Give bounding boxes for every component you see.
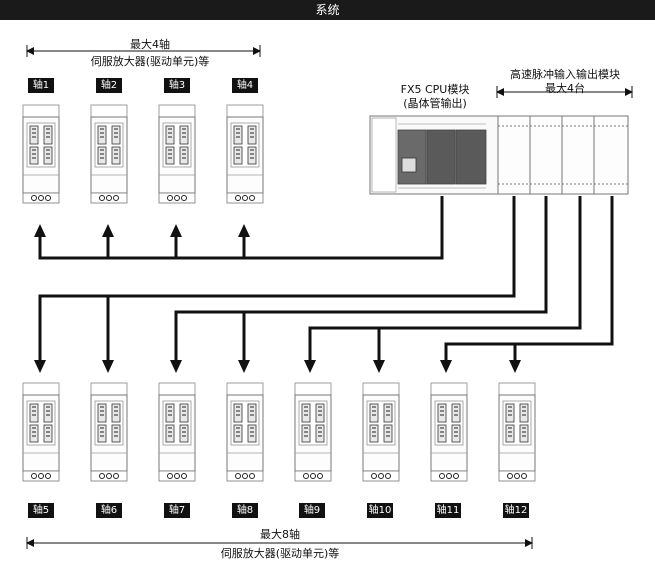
cpu-module [369,115,499,195]
hs-module-label: 高速脉冲输入输出模块 [510,68,620,81]
axis-label-6: 轴6 [96,503,122,518]
axis-label-1: 轴1 [28,78,54,93]
axis-label-3: 轴3 [164,78,190,93]
page-title: 系统 [315,3,340,17]
servo-amplifier-axis1 [22,104,60,204]
cpu-module-label: FX5 CPU模块 [400,83,470,96]
bottom-max-axes-label: 最大8轴 [260,528,300,541]
axis-label-10: 轴10 [367,503,393,518]
servo-amplifier-axis5 [22,382,60,482]
axis-label-2: 轴2 [96,78,122,93]
servo-amplifier-axis3 [158,104,196,204]
servo-amplifier-axis8 [226,382,264,482]
top-arrows [34,224,250,237]
axis-label-5: 轴5 [28,503,54,518]
servo-amplifier-axis6 [90,382,128,482]
hs-io-modules [497,115,629,195]
cpu-connection [38,196,444,260]
servo-amplifier-axis9 [294,382,332,482]
axis-label-12: 轴12 [503,503,529,518]
bottom-unit-label: 伺服放大器(驱动单元)等 [220,547,340,560]
hs-connections [38,196,614,360]
servo-amplifier-axis4 [226,104,264,204]
cpu-output-label: (晶体管输出) [403,97,467,110]
servo-amplifier-axis2 [90,104,128,204]
axis-label-7: 轴7 [164,503,190,518]
top-unit-label: 伺服放大器(驱动单元)等 [90,55,210,68]
bottom-arrows [34,360,521,373]
axis-label-4: 轴4 [232,78,258,93]
title-bar: 系统 [0,0,655,20]
axis-label-9: 轴9 [299,503,325,518]
servo-amplifier-axis11 [430,382,468,482]
axis-label-8: 轴8 [232,503,258,518]
axis-label-11: 轴11 [435,503,461,518]
servo-amplifier-axis7 [158,382,196,482]
servo-amplifier-axis12 [498,382,536,482]
servo-amplifier-axis10 [362,382,400,482]
